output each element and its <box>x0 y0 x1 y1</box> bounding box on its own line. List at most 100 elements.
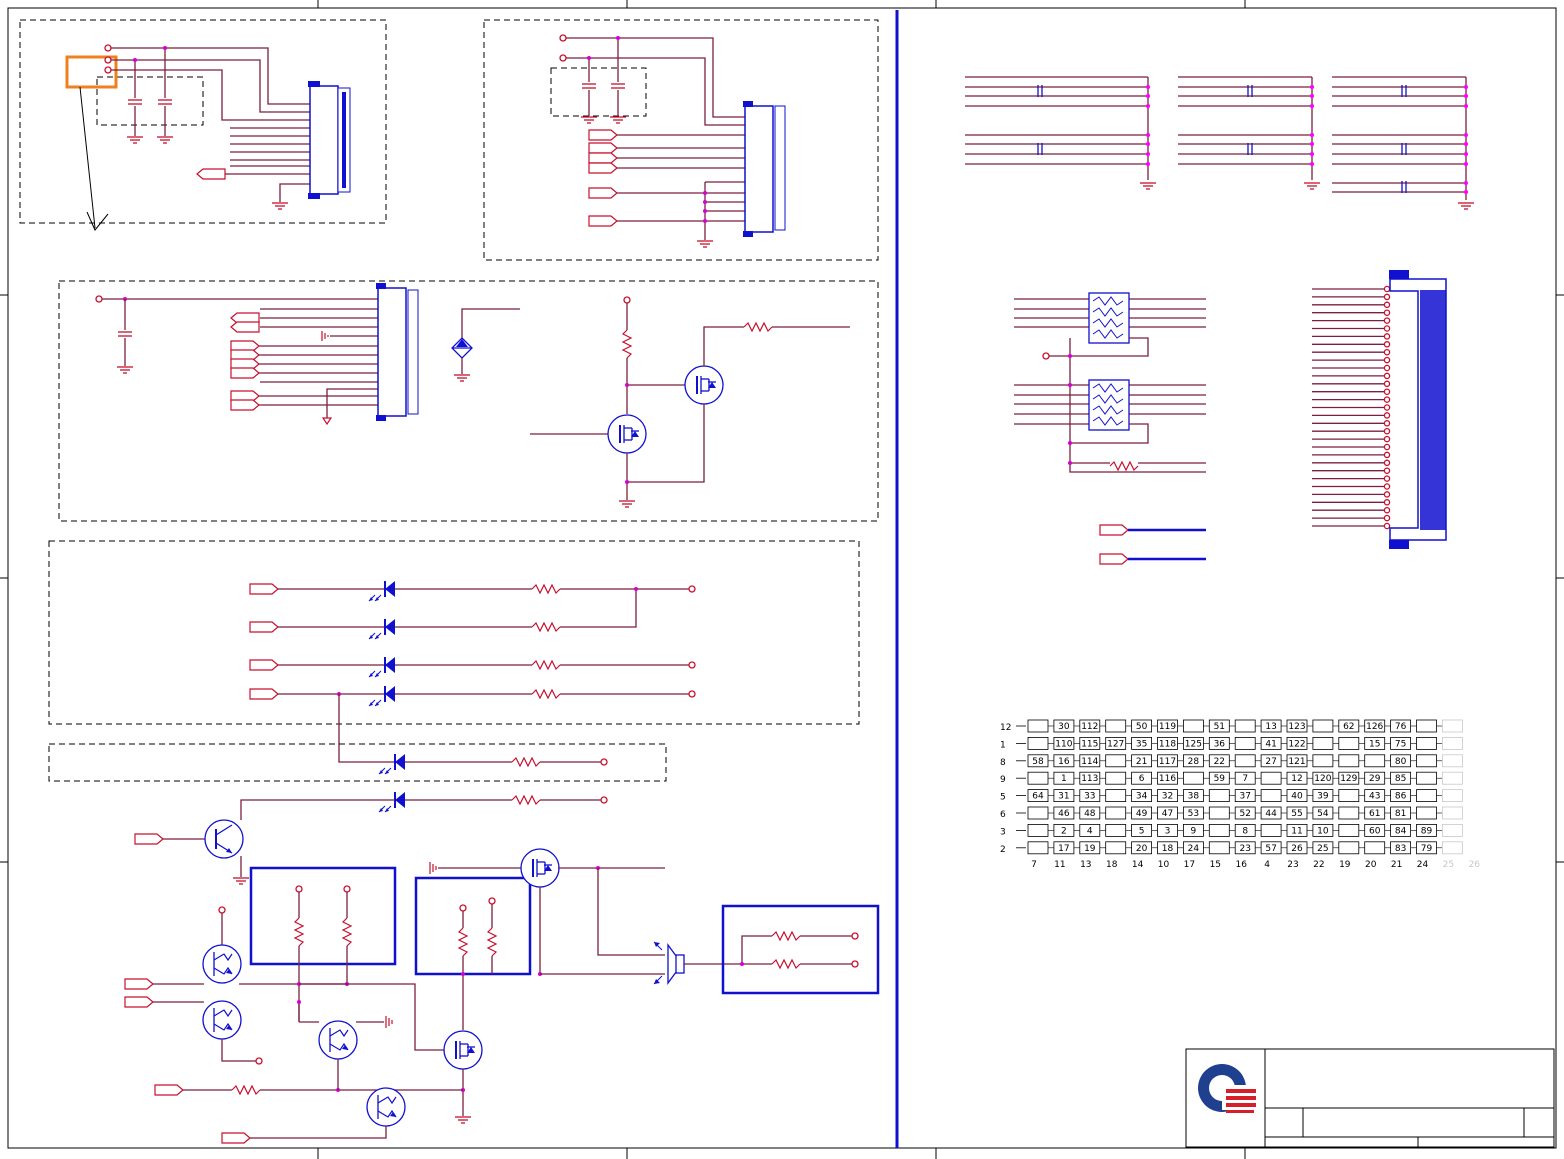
pin-map-cell <box>1416 754 1437 768</box>
connector-pin <box>1383 317 1391 324</box>
pin-map-cell-value: 53 <box>1188 809 1199 819</box>
connector-pin <box>1383 341 1391 348</box>
resistor-network-icon[interactable] <box>1088 292 1130 344</box>
pin-map-cell-value: 117 <box>1159 757 1176 767</box>
connector-pin <box>1383 396 1391 403</box>
pin-map-row-label: 6 <box>1000 810 1006 820</box>
pin-map-cell-value: 25 <box>1317 844 1328 854</box>
pin-map-cell-value: 50 <box>1136 722 1148 732</box>
block-led-single <box>48 743 667 820</box>
pin-map-cell-value: 16 <box>1058 757 1070 767</box>
pin-map-cell <box>1027 737 1049 750</box>
led-icon <box>378 791 406 813</box>
transistor-icon[interactable] <box>318 1020 358 1060</box>
pin-map-column-label: 25 <box>1443 860 1454 870</box>
mosfet-icon[interactable] <box>684 365 724 405</box>
company-logo-icon <box>1198 1064 1256 1113</box>
resistor-networks <box>1014 292 1206 565</box>
connector-pin <box>1383 333 1391 340</box>
pin-map-cell-value: 86 <box>1395 792 1407 802</box>
pin-map-cell <box>1442 771 1463 785</box>
pin-map-cell-value: 3 <box>1165 826 1171 836</box>
pin-map-cell-value: 80 <box>1395 757 1407 767</box>
mosfet-icon[interactable] <box>520 848 560 888</box>
transistor-icon[interactable] <box>204 819 244 859</box>
mosfet-icon[interactable] <box>607 414 647 454</box>
pin-map-cell-value: 33 <box>1084 792 1095 802</box>
connector-pin <box>1383 514 1391 522</box>
pin-map-column-label: 24 <box>1417 860 1429 870</box>
mosfet-icon[interactable] <box>443 1030 483 1070</box>
pin-map-cell-value: 126 <box>1366 722 1383 732</box>
pin-map-cell-value: 17 <box>1058 844 1069 854</box>
resistor-network-icon[interactable] <box>1088 379 1130 431</box>
pin-map-cell-value: 7 <box>1242 774 1248 784</box>
pin-map-cell <box>1338 754 1360 768</box>
pin-map-cell <box>1442 789 1463 802</box>
pin-map-cell <box>1364 841 1386 855</box>
pin-map-cell <box>1208 789 1230 802</box>
pin-map-cell <box>1442 719 1463 733</box>
transistor-icon[interactable] <box>202 944 242 984</box>
connector-pin <box>1383 522 1391 530</box>
pin-map-cell-value: 129 <box>1340 774 1357 784</box>
pin-map-cell-value: 55 <box>1291 809 1302 819</box>
pin-map-cell-value: 22 <box>1214 757 1225 767</box>
pin-map-cell-value: 37 <box>1239 792 1250 802</box>
pin-map-cell-value: 61 <box>1369 809 1380 819</box>
connector-a[interactable] <box>309 85 339 195</box>
connector-pin <box>1383 412 1391 419</box>
pin-map-cell-value: 119 <box>1159 722 1176 732</box>
pin-map-cell-value: 85 <box>1395 774 1406 784</box>
pin-map-row-label: 5 <box>1000 793 1006 803</box>
pin-map-cell-value: 4 <box>1087 826 1093 836</box>
pin-map-cell-value: 57 <box>1265 844 1276 854</box>
pin-map-cell <box>1208 841 1230 855</box>
pin-map-column-label: 17 <box>1184 860 1195 870</box>
connector-pin <box>1383 427 1391 435</box>
pin-map-row-label: 12 <box>1000 723 1011 733</box>
transistor-icon[interactable] <box>202 1000 242 1040</box>
connector-pin <box>1383 475 1391 482</box>
transistor-icon[interactable] <box>366 1087 406 1127</box>
pin-map-cell-value: 76 <box>1395 722 1407 732</box>
pin-map-cell <box>1260 771 1282 785</box>
pin-map-cell <box>1105 789 1127 802</box>
pin-map-cell <box>1234 719 1256 733</box>
pin-map-cell <box>1027 806 1049 820</box>
pin-map-column-label: 7 <box>1031 860 1037 870</box>
led-icon <box>368 580 396 602</box>
pin-map-cell-value: 79 <box>1421 844 1433 854</box>
pin-map-cell <box>1442 806 1463 820</box>
connector-pin <box>1383 348 1391 356</box>
pin-map-cell <box>1027 771 1049 785</box>
pin-map-cell-value: 44 <box>1265 809 1277 819</box>
pin-map-column-label: 15 <box>1210 860 1221 870</box>
pin-map-column-label: 19 <box>1339 860 1351 870</box>
pin-map-cell-value: 60 <box>1369 826 1381 836</box>
pin-map-cell-value: 21 <box>1136 757 1147 767</box>
pin-map-cell-value: 115 <box>1081 739 1098 749</box>
pin-map-cell <box>1208 806 1230 820</box>
pin-map-cell <box>1234 754 1256 768</box>
connector-c[interactable] <box>377 287 407 417</box>
led-icon <box>368 618 396 640</box>
pin-map-cell <box>1312 719 1334 733</box>
pin-map-cell-value: 125 <box>1185 739 1202 749</box>
pin-map-cell-value: 32 <box>1162 792 1173 802</box>
pin-map-cell <box>1105 719 1127 733</box>
pin-map-cell-value: 35 <box>1136 739 1147 749</box>
connector-pin <box>1383 380 1391 388</box>
pin-map-cell <box>1442 824 1463 837</box>
pin-map-cell <box>1260 789 1282 802</box>
pin-map-cell-value: 51 <box>1214 722 1225 732</box>
connector-b[interactable] <box>744 105 774 233</box>
pin-map-cell-value: 39 <box>1317 792 1329 802</box>
pin-map-cell <box>1364 754 1386 768</box>
highlight-box[interactable] <box>65 55 118 89</box>
pin-map-column-label: 20 <box>1365 860 1377 870</box>
pin-map-cell <box>1208 824 1230 837</box>
pin-map-cell-value: 112 <box>1081 722 1098 732</box>
connector-pin <box>1383 435 1391 443</box>
